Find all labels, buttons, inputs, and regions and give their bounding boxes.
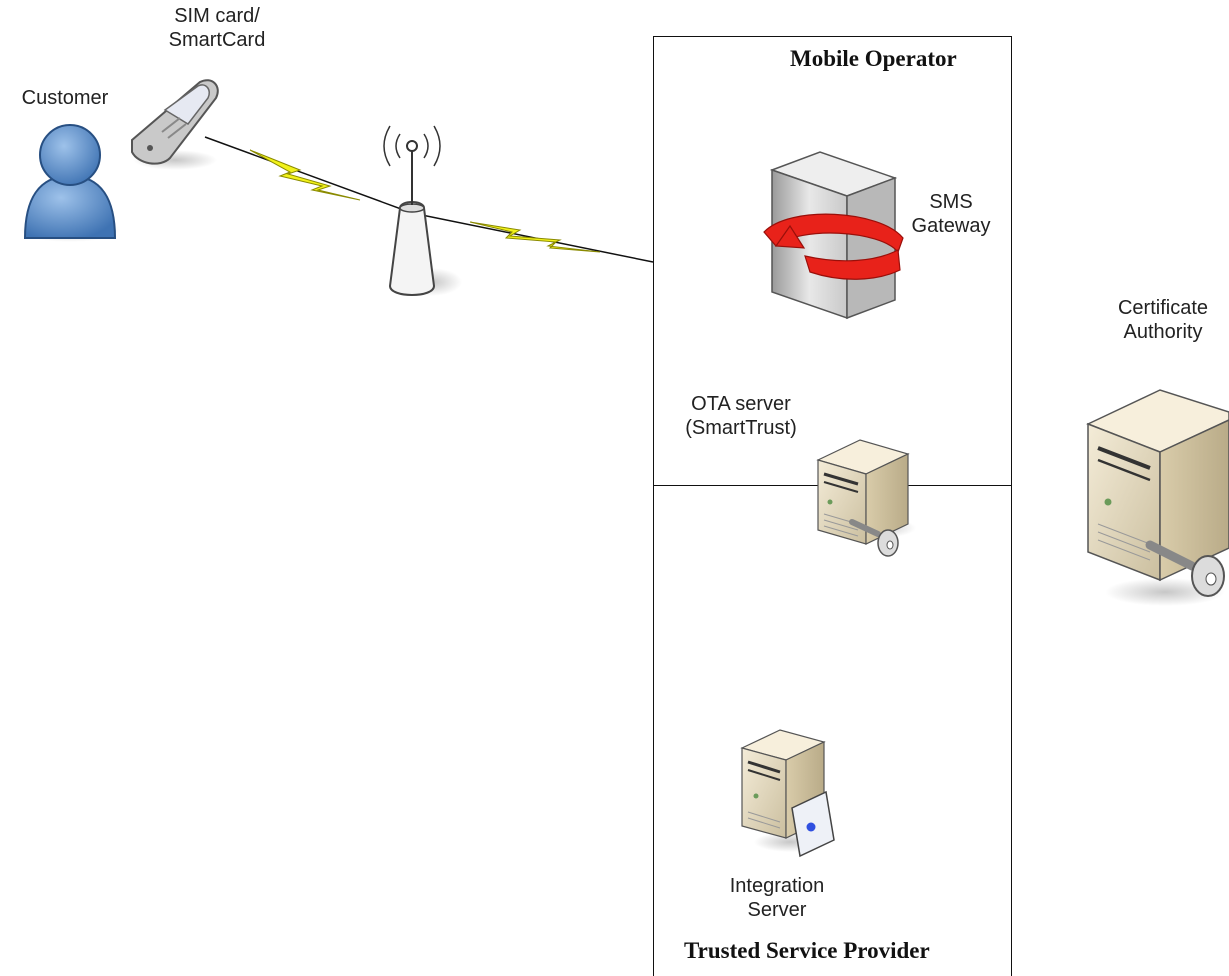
customer-label: Customer (21, 87, 109, 109)
customer-person-icon (20, 124, 120, 242)
antenna-tower-icon (383, 125, 462, 296)
certificate-authority-label: Certificate Authority (1100, 296, 1226, 344)
sms-gateway-label: SMS Gateway (900, 190, 1002, 238)
sms-gateway-label-line1: SMS (929, 191, 973, 213)
integration-server-label-line1: Integration (729, 875, 825, 897)
integration-server-label: Integration Server (722, 874, 832, 922)
ota-server-label-line1: OTA server (691, 393, 791, 415)
lightning-link-phone-tower (204, 136, 413, 214)
sim-card-label-line2: SmartCard (168, 29, 266, 51)
certificate-authority-label-line2: Authority (1123, 321, 1203, 343)
integration-server-label-line2: Server (747, 899, 807, 921)
certificate-authority-label-line1: Certificate (1117, 297, 1209, 319)
sms-gateway-icon (763, 151, 904, 320)
ca-key-icon (1145, 540, 1225, 597)
ota-server-label: OTA server (SmartTrust) (666, 392, 816, 440)
ca-server-icon (1086, 389, 1229, 606)
mobile-operator-title: Mobile Operator (790, 46, 957, 71)
sim-card-label: SIM card/ SmartCard (150, 4, 284, 52)
ota-key-icon (849, 519, 899, 557)
trusted-service-provider-title: Trusted Service Provider (684, 938, 930, 963)
ota-server-icon (816, 439, 916, 545)
sim-card-label-line1: SIM card/ (174, 5, 260, 27)
sms-gateway-label-line2: Gateway (911, 215, 991, 237)
smart-card-icon (791, 790, 835, 858)
ota-server-label-line2: (SmartTrust) (685, 417, 797, 439)
mobile-phone-icon (131, 79, 219, 170)
lightning-link-tower-operator (411, 212, 654, 263)
